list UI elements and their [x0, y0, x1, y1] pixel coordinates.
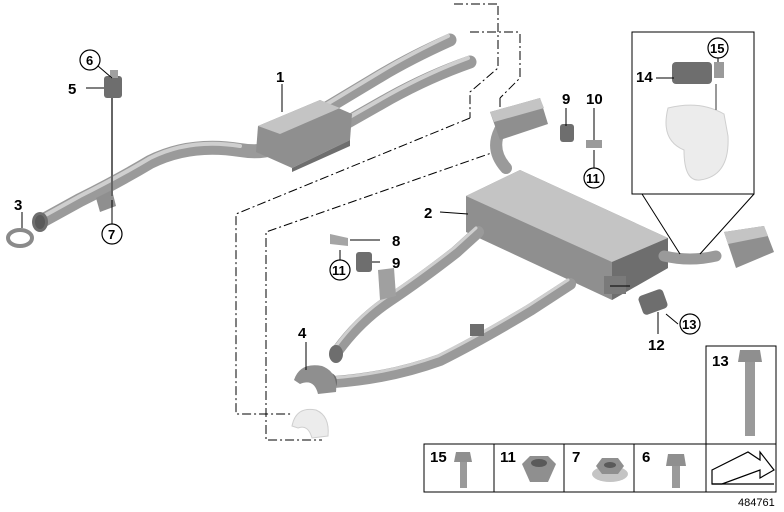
detail-inset — [631, 31, 755, 255]
callout-1: 1 — [276, 69, 284, 86]
callout-15: 15 — [710, 41, 724, 56]
callout-11b-circle — [329, 259, 351, 281]
image-number: 484761 — [738, 497, 775, 509]
legend-7-label: 7 — [572, 449, 580, 466]
callout-7-circle — [101, 223, 123, 245]
callout-11a-circle — [583, 167, 605, 189]
callout-14: 14 — [636, 69, 653, 86]
rear-silencer — [323, 98, 774, 391]
front-pipe-assembly — [32, 33, 477, 232]
callout-12: 12 — [648, 337, 665, 354]
arrow-symbol-icon — [711, 450, 775, 485]
legend-15-label: 15 — [430, 449, 447, 466]
legend-6-label: 6 — [642, 449, 650, 466]
flange-nut-icon — [592, 458, 628, 482]
hex-bolt-icon — [666, 454, 686, 488]
leader-lines — [21, 56, 719, 370]
callout-11b: 11 — [332, 263, 346, 278]
fastener-legend: 15 11 7 6 13 — [423, 345, 777, 493]
callout-8: 8 — [392, 233, 400, 250]
callout-13: 13 — [682, 317, 696, 332]
callouts: 1 2 3 4 5 6 7 8 9 9 10 11 11 12 13 14 15 — [14, 37, 729, 354]
callout-15-circle — [707, 37, 729, 59]
bolt-icon — [454, 452, 472, 488]
callout-3: 3 — [14, 197, 22, 214]
callout-9a: 9 — [562, 91, 570, 108]
clamp-ghost — [291, 408, 329, 439]
clamp-part-4 — [294, 365, 337, 394]
callout-6-circle — [79, 49, 101, 71]
callout-10: 10 — [586, 91, 603, 108]
legend-13-label: 13 — [712, 353, 729, 370]
callout-11a: 11 — [586, 171, 600, 186]
callout-4: 4 — [298, 325, 307, 342]
callout-2: 2 — [424, 205, 432, 222]
pipe-clamp — [6, 228, 34, 248]
callout-7: 7 — [108, 227, 115, 242]
callout-9b: 9 — [392, 255, 400, 272]
callout-6: 6 — [86, 53, 93, 68]
nut-icon — [522, 456, 556, 482]
callout-5: 5 — [68, 81, 76, 98]
legend-11-label: 11 — [500, 449, 516, 466]
callout-13-circle — [679, 313, 701, 335]
rubber-mount-front — [104, 70, 122, 196]
long-bolt-icon — [738, 350, 762, 436]
mounting-parts — [330, 124, 668, 315]
